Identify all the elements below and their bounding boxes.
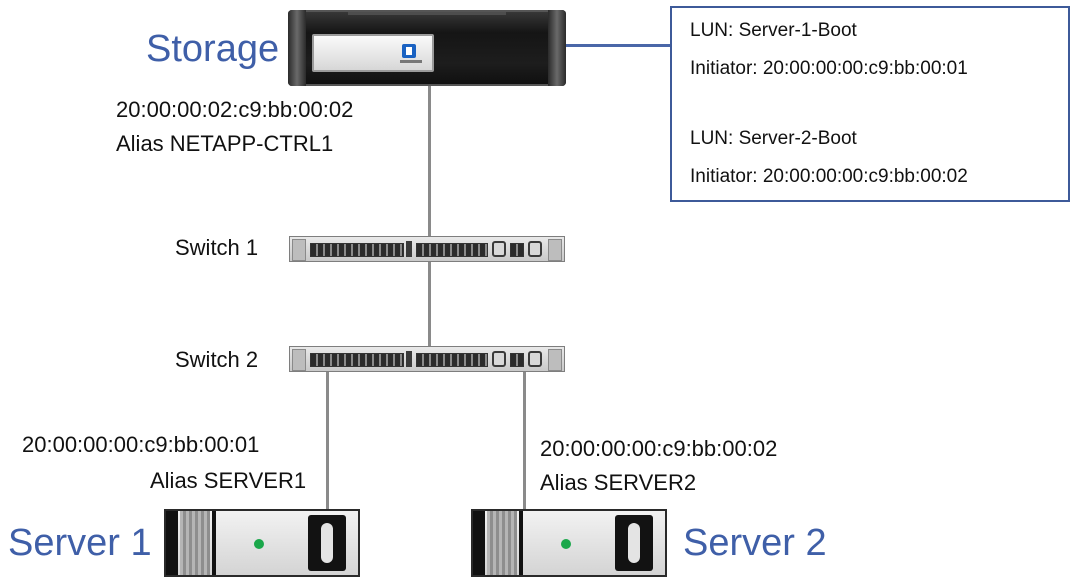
server-1-icon: [164, 509, 360, 577]
server-2-wwpn: 20:00:00:00:c9:bb:00:02: [540, 436, 778, 461]
switch-1-icon: [289, 236, 565, 262]
link-storage-lunbox: [566, 44, 670, 47]
storage-array-icon: [288, 10, 566, 86]
link-storage-switch1: [428, 86, 431, 238]
server-2-alias: Alias SERVER2: [540, 470, 697, 495]
link-switch2-server1: [326, 372, 329, 509]
server-1-alias: Alias SERVER1: [150, 468, 307, 493]
storage-wwpn: 20:00:00:02:c9:bb:00:02: [116, 97, 354, 122]
server-2-status-led-icon: [561, 539, 571, 549]
server-1-wwpn: 20:00:00:00:c9:bb:00:01: [22, 432, 260, 457]
server-1-title: Server 1: [8, 522, 152, 564]
storage-title: Storage: [146, 28, 280, 70]
server-2-title: Server 2: [683, 522, 827, 564]
server-1-handle-icon: [308, 515, 346, 571]
lun-1-name: LUN: Server-1-Boot: [690, 20, 857, 41]
server-2-icon: [471, 509, 667, 577]
link-switch2-server2: [523, 372, 526, 509]
lun-2-name: LUN: Server-2-Boot: [690, 128, 857, 149]
link-switch1-switch2: [428, 262, 431, 346]
storage-alias: Alias NETAPP-CTRL1: [116, 131, 334, 156]
switch-1-label: Switch 1: [175, 235, 259, 260]
server-1-status-led-icon: [254, 539, 264, 549]
lun-2-initiator: Initiator: 20:00:00:00:c9:bb:00:02: [690, 166, 968, 187]
lun-1-initiator: Initiator: 20:00:00:00:c9:bb:00:01: [690, 58, 968, 79]
switch-2-label: Switch 2: [175, 347, 259, 372]
switch-2-icon: [289, 346, 565, 372]
lun-mapping-box: LUN: Server-1-Boot Initiator: 20:00:00:0…: [670, 6, 1070, 202]
netapp-logo-icon: [402, 44, 416, 58]
server-2-handle-icon: [615, 515, 653, 571]
